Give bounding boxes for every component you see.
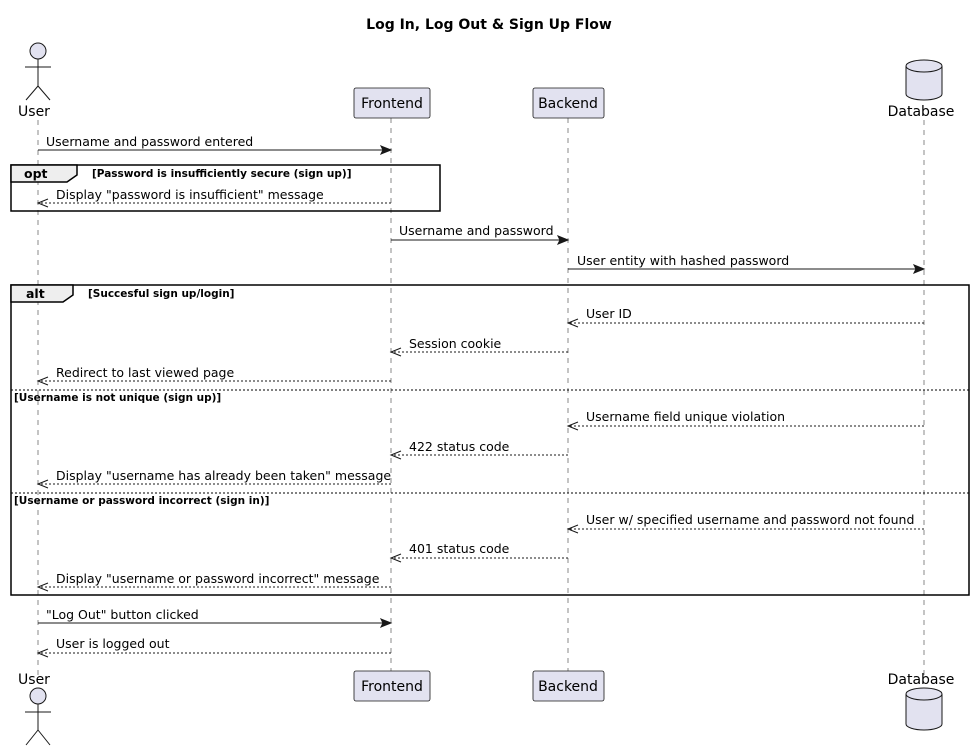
participant-label: User [18, 672, 50, 688]
frame-else-guard: [Username is not unique (sign up)] [14, 392, 221, 404]
message: User ID [566, 306, 924, 328]
message-label: Username and password [399, 223, 554, 238]
diagram-title: Log In, Log Out & Sign Up Flow [366, 17, 612, 33]
message-label: Display "username has already been taken… [56, 468, 391, 483]
participant-label: Backend [538, 96, 598, 112]
message: Username field unique violation [566, 409, 924, 431]
message: 422 status code [389, 439, 568, 460]
participant-backend-top: Backend [532, 87, 605, 119]
actor-icon [25, 687, 51, 746]
message: Redirect to last viewed page [36, 365, 391, 386]
participant-database-top: Database [888, 59, 955, 120]
participant-label: Frontend [361, 96, 423, 112]
alt-frame: alt [Succesful sign up/login] [Username … [10, 284, 970, 596]
message-label: Username and password entered [46, 134, 253, 149]
message: Session cookie [389, 336, 568, 357]
message-label: User entity with hashed password [577, 253, 789, 268]
frame-keyword: opt [24, 166, 48, 181]
message-label: Username field unique violation [586, 409, 785, 424]
message-label: "Log Out" button clicked [46, 607, 199, 622]
database-icon [905, 687, 943, 731]
participant-label: Backend [538, 679, 598, 695]
message-label: User is logged out [56, 636, 170, 651]
frame-guard: [Succesful sign up/login] [88, 288, 234, 300]
message: Display "username or password incorrect"… [36, 571, 391, 592]
participant-user-bottom: User [18, 672, 51, 746]
participant-backend-bottom: Backend [532, 670, 605, 702]
message: Display "username has already been taken… [36, 468, 391, 489]
participant-frontend-top: Frontend [353, 87, 431, 119]
actor-icon [25, 42, 51, 101]
participant-frontend-bottom: Frontend [353, 670, 431, 702]
message-label: 422 status code [409, 439, 510, 454]
participant-database-bottom: Database [888, 672, 955, 731]
message-label: Redirect to last viewed page [56, 365, 234, 380]
frame-keyword: alt [26, 286, 45, 301]
message: Username and password entered [38, 134, 393, 155]
participant-label: Database [888, 672, 955, 688]
opt-frame: opt [Password is insufficiently secure (… [10, 164, 441, 212]
frame-else-guard: [Username or password incorrect (sign in… [14, 495, 269, 507]
message-label: 401 status code [409, 541, 510, 556]
message: User is logged out [36, 636, 391, 658]
message: "Log Out" button clicked [38, 607, 393, 628]
database-icon [905, 59, 943, 101]
participant-label: User [18, 104, 50, 120]
message: User entity with hashed password [568, 253, 926, 274]
message-label: Display "username or password incorrect"… [56, 571, 380, 586]
participant-user-top: User [18, 42, 51, 120]
message: 401 status code [389, 541, 568, 563]
participant-label: Database [888, 104, 955, 120]
participant-label: Frontend [361, 679, 423, 695]
frame-guard: [Password is insufficiently secure (sign… [92, 168, 352, 180]
message: Username and password [391, 223, 570, 245]
message-label: Display "password is insufficient" messa… [56, 187, 324, 202]
message: User w/ specified username and password … [566, 512, 924, 534]
message: Display "password is insufficient" messa… [36, 187, 391, 208]
message-label: User w/ specified username and password … [586, 512, 914, 527]
message-label: User ID [586, 306, 632, 321]
message-label: Session cookie [409, 336, 502, 351]
